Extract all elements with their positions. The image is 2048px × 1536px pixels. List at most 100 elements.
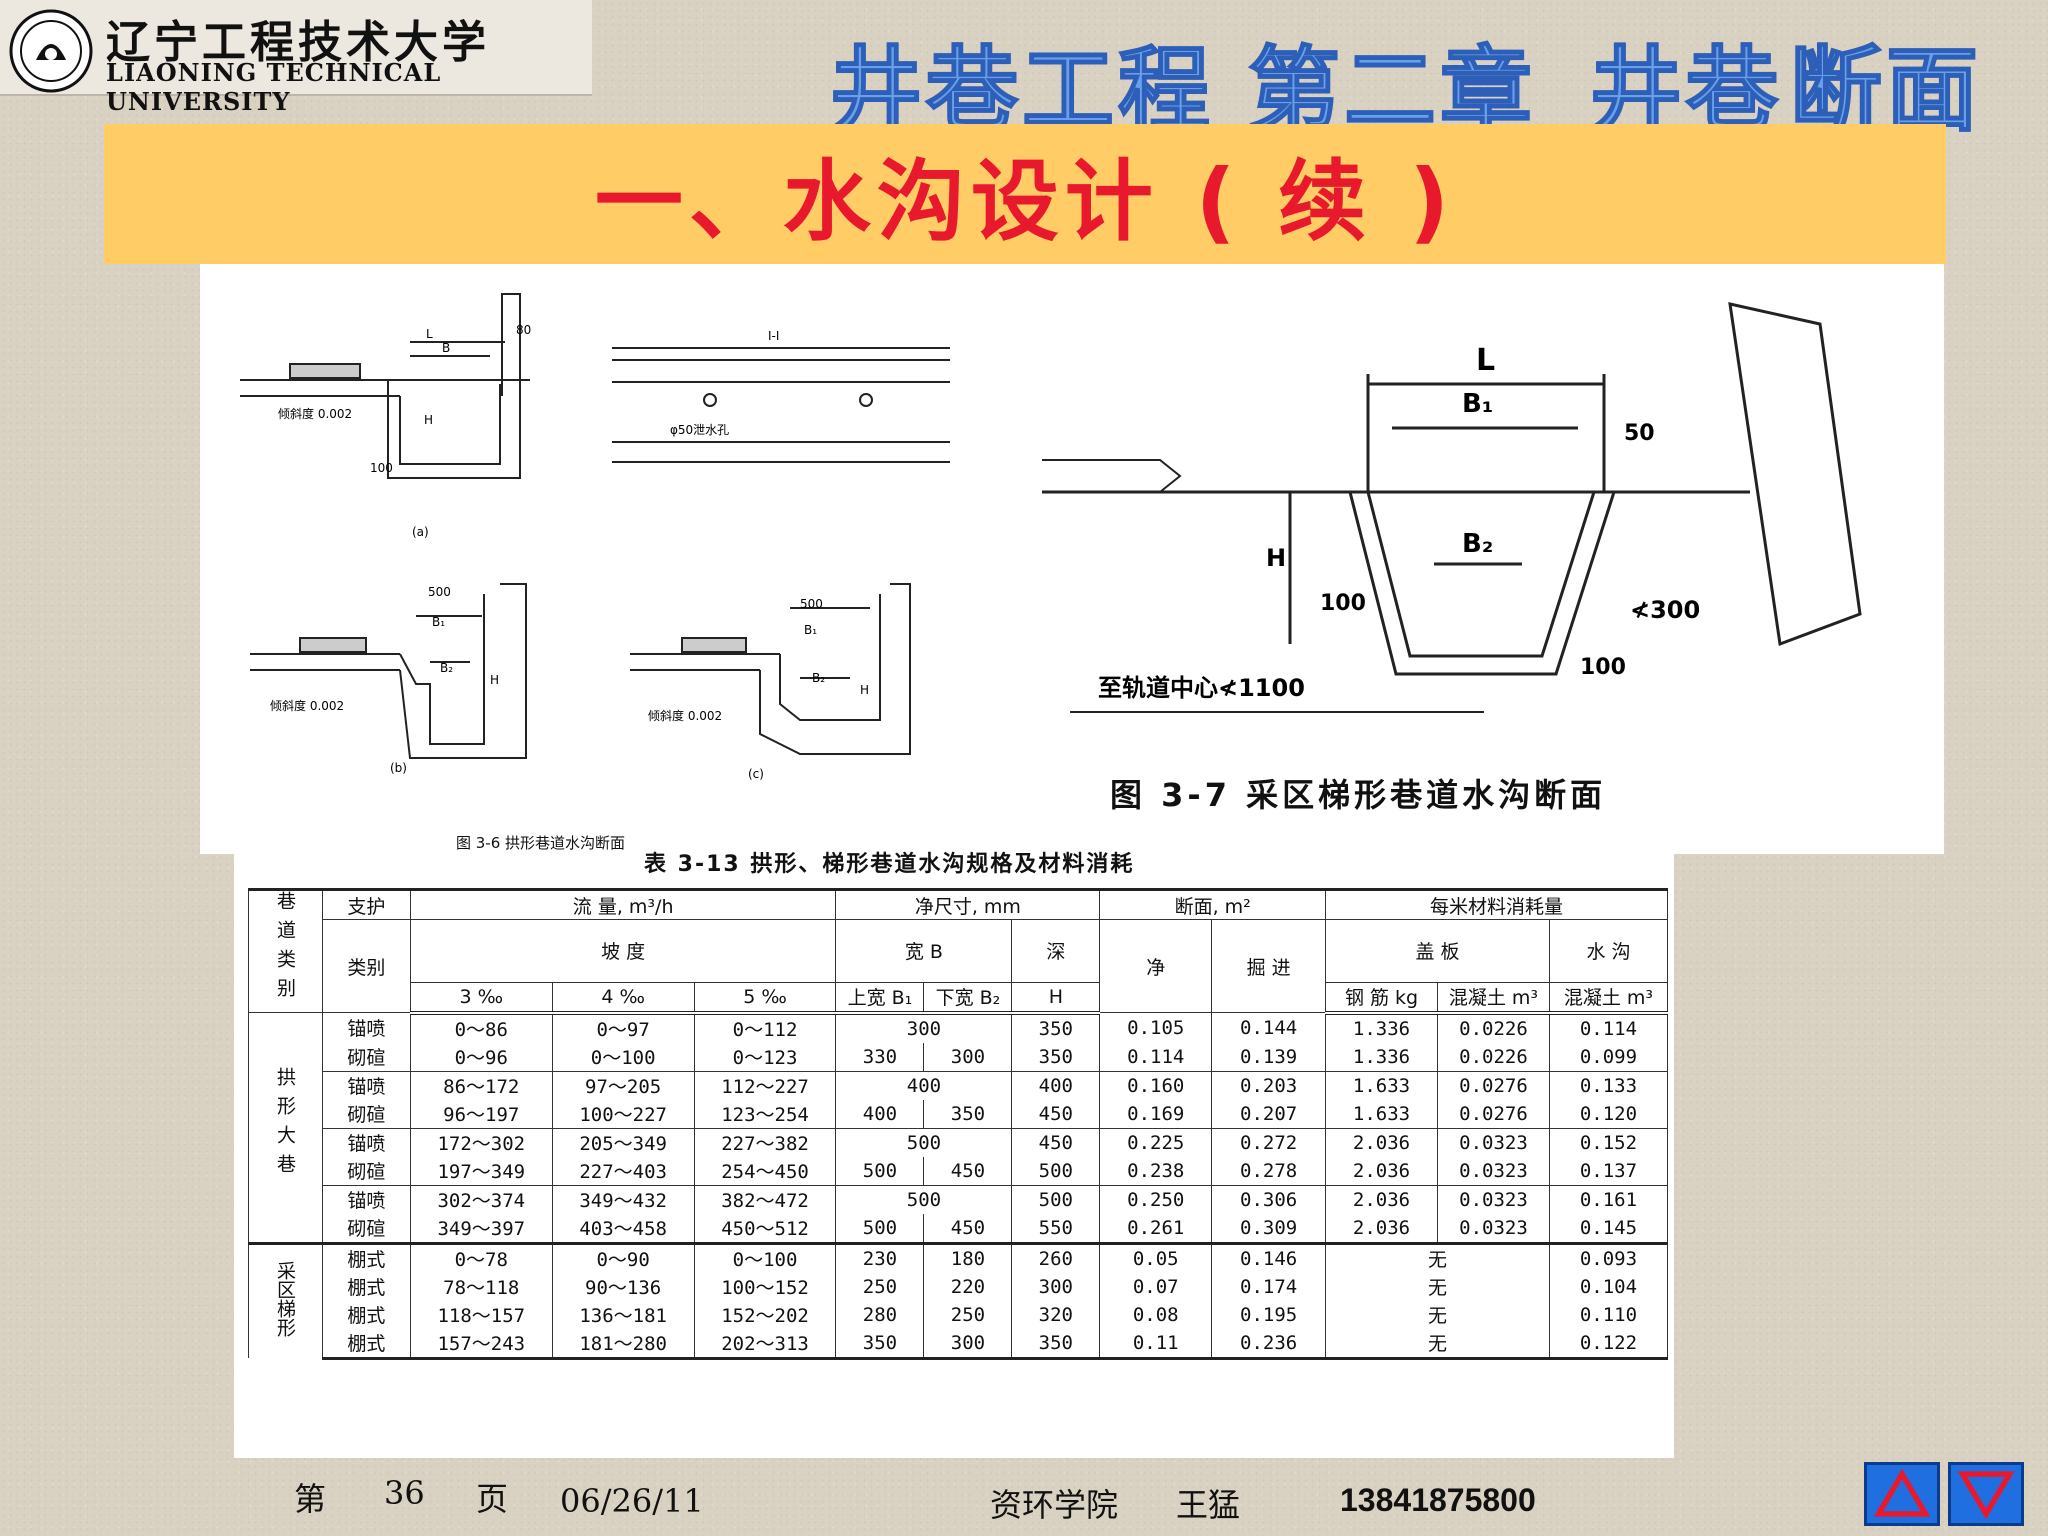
drawing-section-label: I-I <box>768 329 779 343</box>
cell-support-type: 棚式 <box>321 1272 411 1301</box>
drawing-3-7-dim-50: 50 <box>1624 421 1655 446</box>
drawing-section <box>612 347 950 463</box>
drawing-a <box>240 293 530 479</box>
cell-net-area: 0.105 <box>1099 1012 1213 1043</box>
cell-flow-5: 112～227 <box>693 1070 837 1100</box>
cell-top-width: 400 <box>835 1099 925 1128</box>
cell-steel: 1.336 <box>1325 1012 1438 1043</box>
cell-depth: 320 <box>1011 1300 1101 1329</box>
cell-top-width: 350 <box>835 1328 925 1360</box>
cell-excavation-area: 0.207 <box>1211 1099 1327 1128</box>
cell-flow-4: 90～136 <box>551 1272 695 1301</box>
cell-flow-5: 450～512 <box>693 1213 837 1243</box>
th-width: 宽 B <box>835 919 1013 982</box>
cell-support-type: 锚喷 <box>321 1070 411 1100</box>
cell-flow-4: 227～403 <box>551 1156 695 1185</box>
cell-concrete-ditch: 0.161 <box>1548 1184 1669 1214</box>
th-s5: 5 ‰ <box>693 981 837 1015</box>
cell-net-area: 0.261 <box>1099 1213 1213 1243</box>
cell-width: 300 <box>835 1012 1013 1043</box>
footer-author: 王猛 <box>1176 1486 1241 1524</box>
group-trap-label: 采区梯形 <box>248 1241 323 1358</box>
university-logo-block: 辽宁工程技术大学 LIAONING TECHNICAL UNIVERSITY <box>0 0 592 116</box>
drawing-3-7 <box>1042 302 1862 713</box>
cell-concrete-cover: 0.0276 <box>1436 1070 1550 1100</box>
cell-excavation-area: 0.146 <box>1211 1241 1327 1273</box>
cell-flow-5: 382～472 <box>693 1184 837 1214</box>
cell-flow-4: 349～432 <box>551 1184 695 1214</box>
cell-net-area: 0.11 <box>1099 1328 1213 1360</box>
th-lane-type: 巷道类别 <box>248 888 323 1013</box>
cell-flow-3: 302～374 <box>409 1184 553 1214</box>
drawing-a-dim-80: 80 <box>516 323 531 337</box>
drawing-a-tilt: 倾斜度 0.002 <box>278 406 352 421</box>
cell-flow-5: 227～382 <box>693 1127 837 1157</box>
university-emblem-icon <box>9 9 93 93</box>
th-net: 净 <box>1099 919 1213 1013</box>
drawing-3-7-dim-100: 100 <box>1320 591 1366 616</box>
next-slide-button[interactable] <box>1948 1462 2024 1526</box>
th-ditch: 水 沟 <box>1548 919 1669 982</box>
cell-concrete-ditch: 0.110 <box>1548 1300 1669 1329</box>
cell-concrete-cover: 0.0323 <box>1436 1213 1550 1243</box>
drawing-b-dim-500: 500 <box>428 585 451 599</box>
cell-flow-4: 97～205 <box>551 1070 695 1100</box>
cell-net-area: 0.225 <box>1099 1127 1213 1157</box>
th-depth: 深 <box>1011 919 1101 982</box>
cell-flow-5: 0～123 <box>693 1042 837 1071</box>
cell-steel: 1.633 <box>1325 1099 1438 1128</box>
cell-flow-5: 152～202 <box>693 1300 837 1329</box>
drawing-b-dim-B2: B₂ <box>440 661 453 675</box>
drawing-a-dim-B: B <box>442 341 450 355</box>
th-steel: 钢 筋 kg <box>1325 981 1438 1015</box>
drawing-drain-hole: φ50泄水孔 <box>670 423 729 437</box>
cell-concrete-ditch: 0.093 <box>1548 1241 1669 1273</box>
footer-phone: 13841875800 <box>1340 1482 1536 1518</box>
cell-support-type: 砌碹 <box>321 1213 411 1243</box>
cell-excavation-area: 0.195 <box>1211 1300 1327 1329</box>
cell-depth: 450 <box>1011 1127 1101 1157</box>
cell-concrete-cover: 0.0323 <box>1436 1127 1550 1157</box>
drawing-a-dim-H: H <box>424 413 433 427</box>
cell-cover: 无 <box>1325 1300 1550 1329</box>
figure-panel: 倾斜度 0.002 L B H 80 100 (a) I-I φ50泄水孔 <box>200 264 1944 854</box>
cell-top-width: 280 <box>835 1300 925 1329</box>
cell-concrete-ditch: 0.114 <box>1548 1012 1669 1043</box>
cell-concrete-ditch: 0.152 <box>1548 1127 1669 1157</box>
slide-title: 一、水沟设计 ( 续 ) <box>594 149 1456 253</box>
cell-excavation-area: 0.309 <box>1211 1213 1327 1243</box>
cell-top-width: 500 <box>835 1156 925 1185</box>
cell-depth: 450 <box>1011 1099 1101 1128</box>
th-s4: 4 ‰ <box>551 981 695 1015</box>
th-support-type: 类别 <box>321 919 411 1013</box>
cell-concrete-ditch: 0.137 <box>1548 1156 1669 1185</box>
cell-excavation-area: 0.139 <box>1211 1042 1327 1071</box>
th-depth-h: H <box>1011 981 1101 1015</box>
cell-width: 500 <box>835 1127 1013 1157</box>
cell-flow-3: 86～172 <box>409 1070 553 1100</box>
cell-concrete-ditch: 0.120 <box>1548 1099 1669 1128</box>
cell-flow-3: 172～302 <box>409 1127 553 1157</box>
cell-steel: 2.036 <box>1325 1156 1438 1185</box>
cell-flow-5: 254～450 <box>693 1156 837 1185</box>
cell-concrete-ditch: 0.145 <box>1548 1213 1669 1243</box>
cell-excavation-area: 0.174 <box>1211 1272 1327 1301</box>
drawing-3-7-dim-100b: 100 <box>1580 655 1626 680</box>
th-net-size: 净尺寸, mm <box>835 888 1101 920</box>
cell-cover: 无 <box>1325 1241 1550 1273</box>
cell-net-area: 0.114 <box>1099 1042 1213 1071</box>
cell-support-type: 砌碹 <box>321 1099 411 1128</box>
cell-top-width: 230 <box>835 1241 925 1273</box>
cell-flow-5: 202～313 <box>693 1328 837 1360</box>
th-top-width: 上宽 B₁ <box>835 981 925 1015</box>
cell-support-type: 砌碹 <box>321 1156 411 1185</box>
slide-title-bar: 一、水沟设计 ( 续 ) <box>104 124 1946 264</box>
prev-slide-button[interactable] <box>1864 1462 1940 1526</box>
cell-flow-3: 197～349 <box>409 1156 553 1185</box>
cell-depth: 300 <box>1011 1272 1101 1301</box>
cell-top-width: 250 <box>835 1272 925 1301</box>
th-concrete-cover: 混凝土 m³ <box>1436 981 1550 1015</box>
cell-net-area: 0.238 <box>1099 1156 1213 1185</box>
